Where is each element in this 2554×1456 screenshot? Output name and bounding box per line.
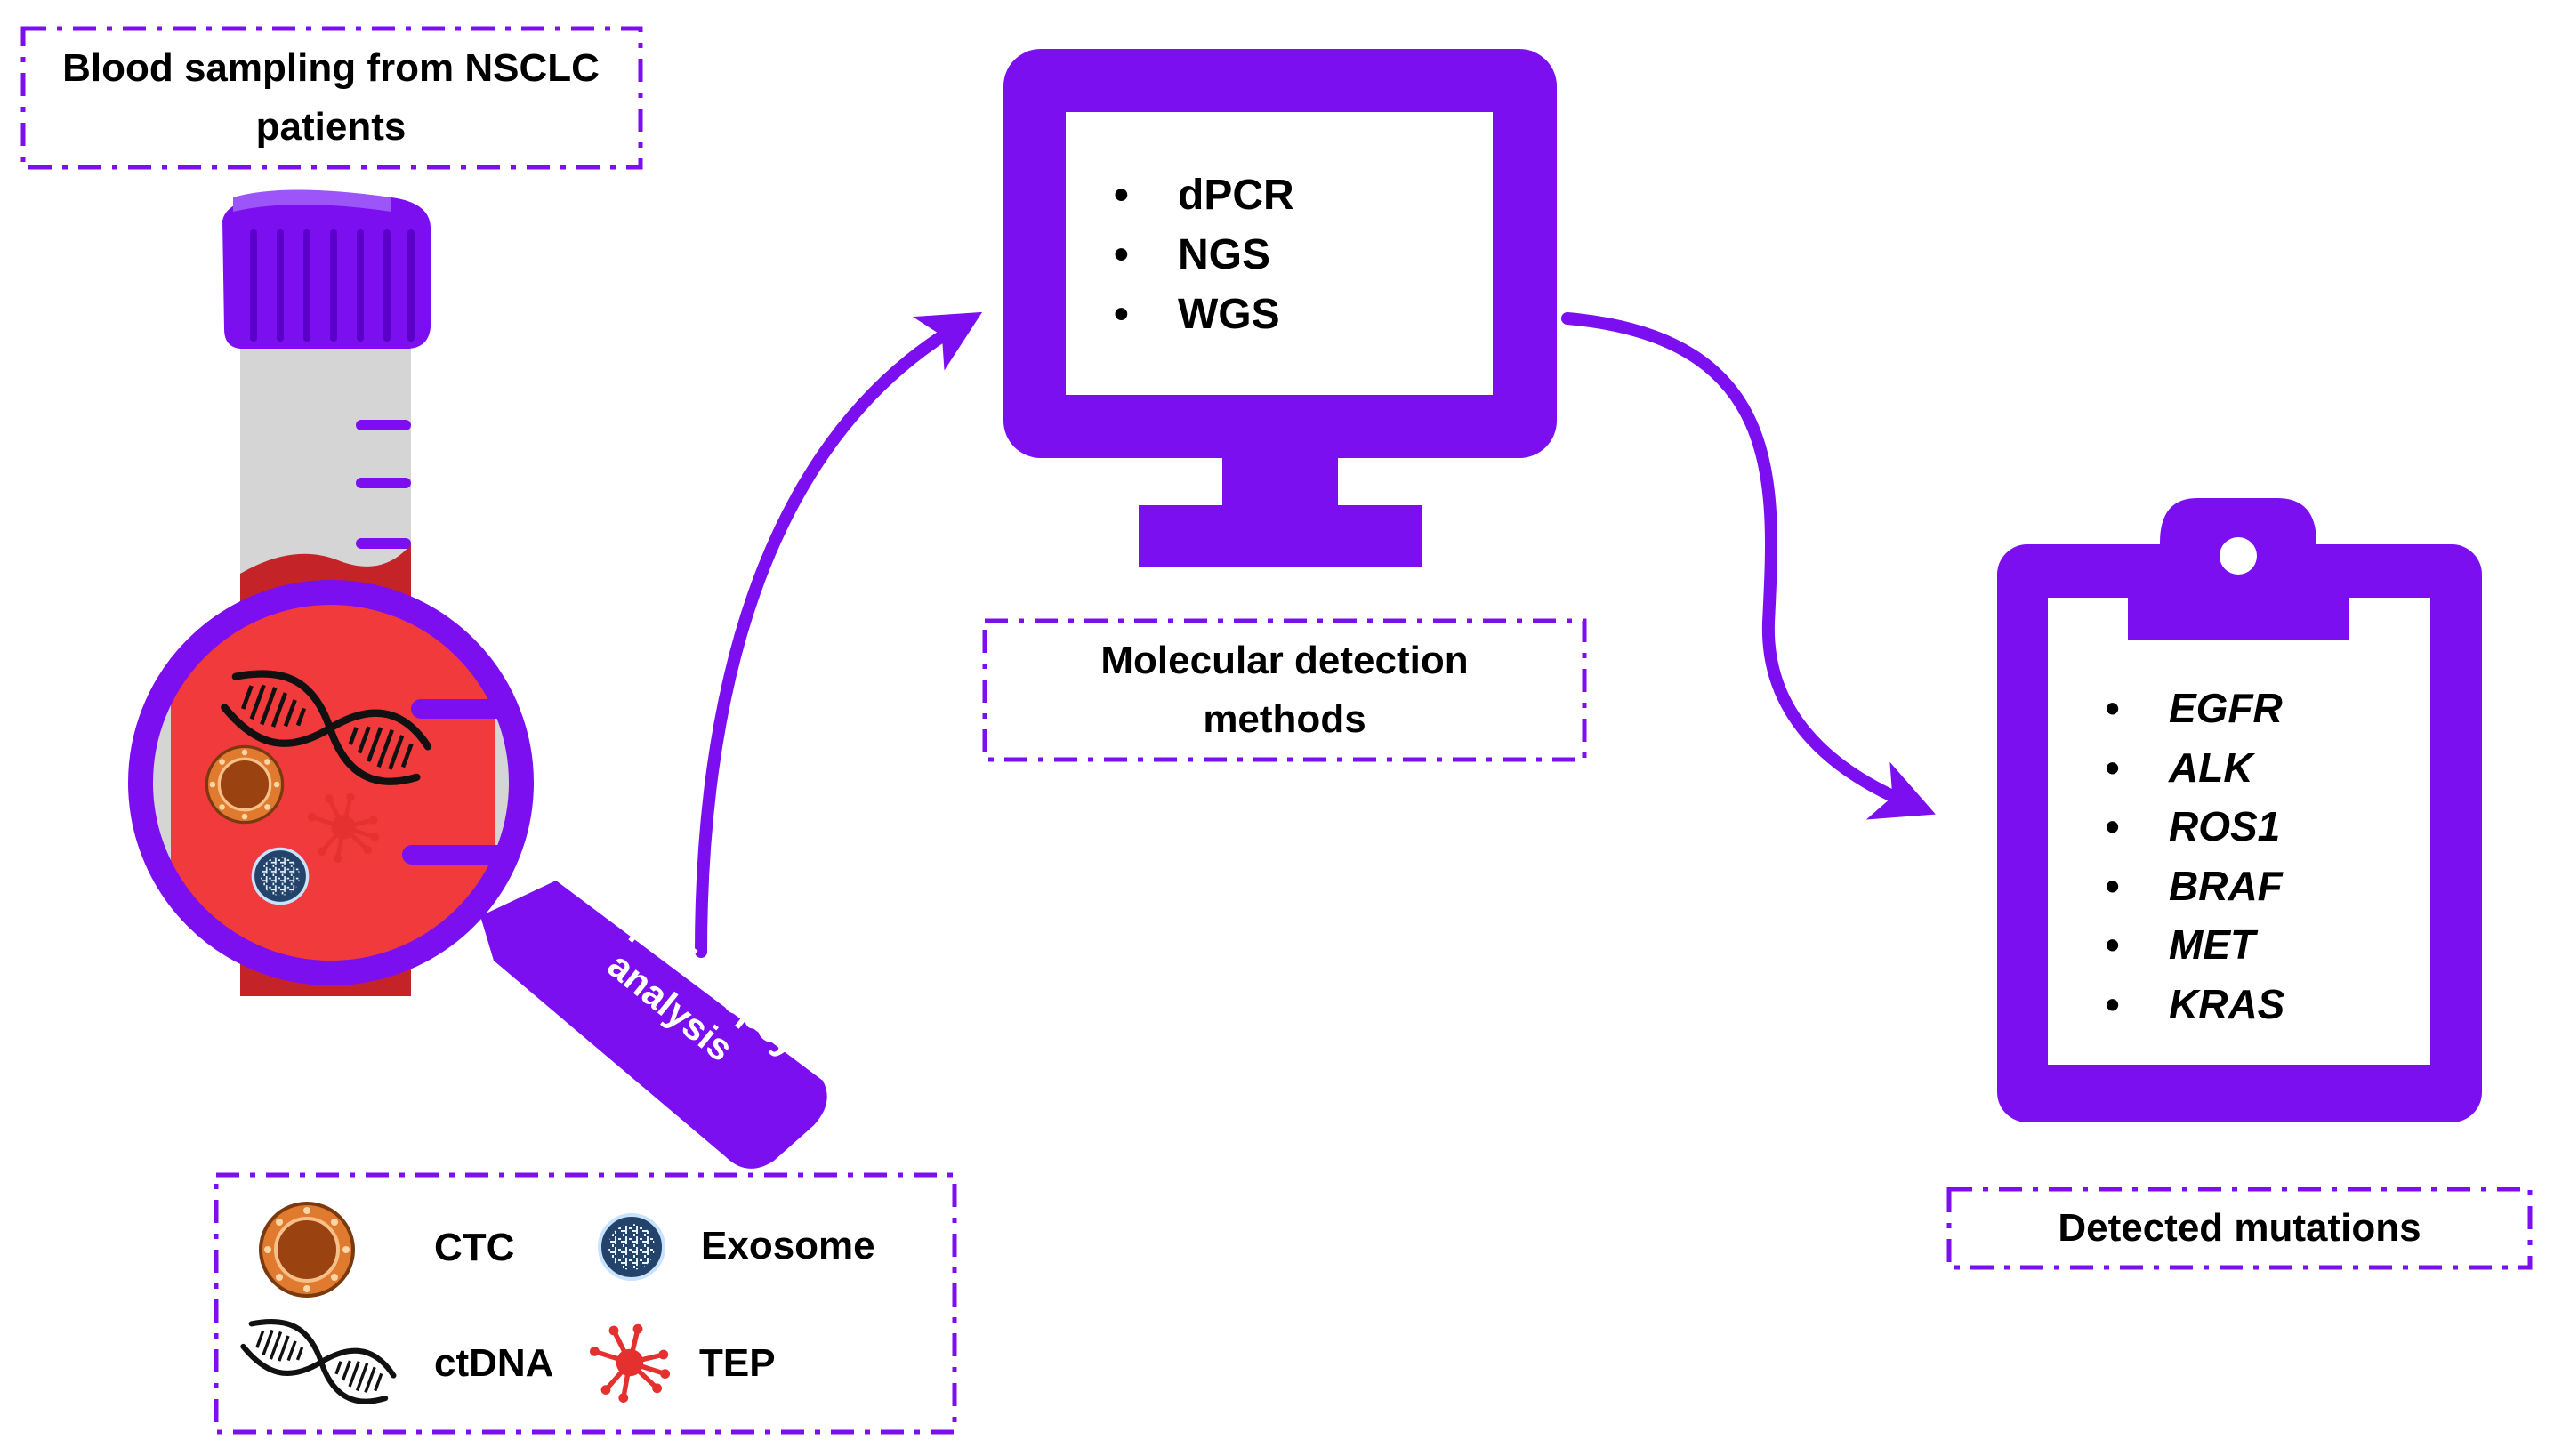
mutation-item: ALK — [2105, 738, 2284, 798]
method-item: NGS — [1114, 225, 1294, 285]
tep-icon — [590, 1324, 670, 1403]
legend-tep-label: TEP — [699, 1341, 776, 1385]
methods-label-box — [982, 618, 1587, 762]
mutation-item: MET — [2105, 915, 2284, 975]
legend-exosome-label: Exosome — [701, 1224, 875, 1267]
legend-ctc-label: CTC — [434, 1226, 515, 1269]
arrow-to-methods — [695, 311, 983, 958]
legend-box — [214, 1172, 957, 1435]
methods-label: Molecular detection methods — [1100, 639, 1469, 741]
method-item: WGS — [1114, 285, 1294, 344]
ctc-icon — [259, 1202, 355, 1298]
sampling-label-box — [20, 26, 643, 170]
legend-ctdna-label: ctDNA — [434, 1341, 554, 1385]
mutations-label-box — [1946, 1187, 2533, 1270]
mutation-item: EGFR — [2105, 679, 2284, 738]
sampling-label: Blood sampling from NSCLC patients — [62, 46, 600, 149]
mutations-label: Detected mutations — [2058, 1206, 2421, 1250]
methods-list: dPCR NGS WGS — [1114, 165, 1294, 344]
mutation-item: KRAS — [2105, 975, 2284, 1034]
dna-icon — [239, 1312, 399, 1410]
exosome-icon — [598, 1213, 665, 1281]
mutation-item: BRAF — [2105, 857, 2284, 916]
mutations-list: EGFR ALK ROS1 BRAF MET KRAS — [2105, 679, 2284, 1034]
arrow-to-mutations — [1561, 312, 1936, 820]
mutation-item: ROS1 — [2105, 797, 2284, 857]
method-item: dPCR — [1114, 165, 1294, 225]
magnifier-icon — [128, 580, 827, 1169]
